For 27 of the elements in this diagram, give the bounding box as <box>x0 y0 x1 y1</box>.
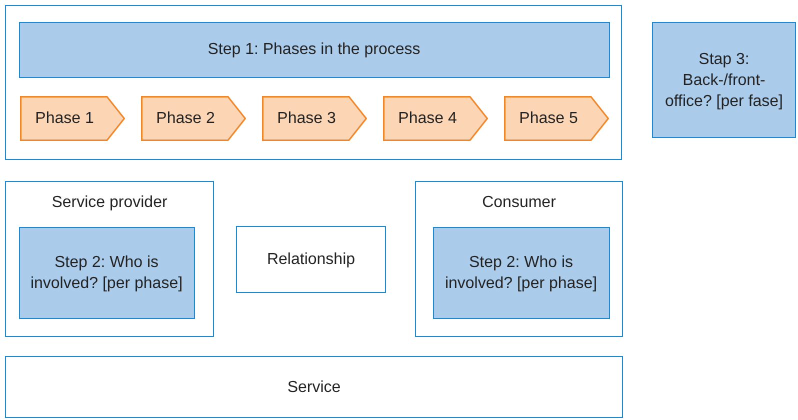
text-box <box>5 356 623 418</box>
phase-label: Phase 2 <box>155 108 216 128</box>
group-heading: Consumer <box>481 194 557 212</box>
step-box <box>18 226 194 318</box>
text-box <box>236 226 386 293</box>
phase-tag <box>140 96 246 140</box>
phase-tag <box>504 96 608 140</box>
phase-tag <box>262 96 366 140</box>
phase-label: Phase 4 <box>397 108 458 128</box>
step-text: Step 2: Who is involved? [per phase] <box>444 252 598 294</box>
process-frame <box>5 5 622 160</box>
box-text: Service <box>286 378 342 398</box>
party-frame <box>5 181 214 337</box>
phase-label: Phase 5 <box>518 108 579 128</box>
phase-tag <box>382 96 488 140</box>
step-text: Step 2: Who is involved? [per phase] <box>29 252 184 294</box>
group-heading: Service provider <box>50 194 168 212</box>
box-text: Relationship <box>266 250 356 270</box>
step-text: Stap 3: Back-/front-office? [per fase] <box>664 50 784 112</box>
phase-label: Phase 3 <box>276 108 337 128</box>
phase-label: Phase 1 <box>34 108 95 128</box>
step-box <box>18 22 610 78</box>
party-frame <box>415 181 623 337</box>
step-box <box>652 22 796 138</box>
step-box <box>432 226 610 318</box>
step-text: Step 1: Phases in the process <box>206 40 422 60</box>
phase-tag <box>20 96 124 140</box>
